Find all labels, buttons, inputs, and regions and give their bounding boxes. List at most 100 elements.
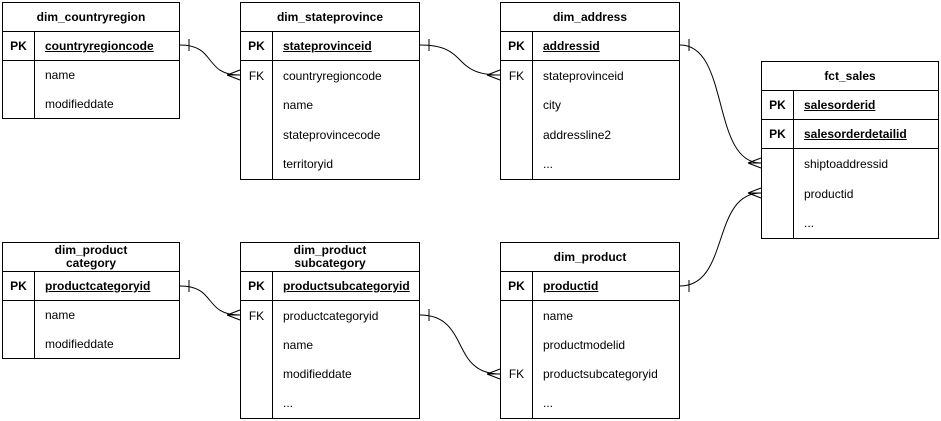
field-row[interactable]: productid: [762, 178, 938, 209]
empty-key-cell: [501, 90, 533, 120]
field-row[interactable]: modifieddate: [241, 359, 419, 389]
field-row[interactable]: modifieddate: [3, 89, 179, 118]
entity-title: dim_countryregion: [3, 3, 179, 32]
field-row[interactable]: city: [501, 90, 679, 120]
field-name: modifieddate: [45, 96, 114, 111]
field-name: territoryid: [283, 157, 334, 172]
crow-foot-many-marker: [486, 368, 501, 380]
empty-key-cell: [241, 120, 273, 150]
field-row[interactable]: ...: [501, 388, 679, 418]
relationship-line[interactable]: [419, 314, 501, 375]
field-name: ...: [804, 216, 815, 231]
empty-key-cell: [762, 149, 794, 179]
pk-badge: PK: [241, 32, 273, 60]
field-name: stateprovinceid: [543, 68, 624, 83]
fk-badge: FK: [501, 61, 533, 91]
field-row[interactable]: name: [3, 301, 179, 330]
crow-foot-many-marker: [226, 309, 241, 321]
crow-foot-many-marker: [747, 157, 762, 169]
relationship-line[interactable]: [679, 192, 762, 287]
field-name: shiptoaddressid: [804, 156, 889, 171]
field-row[interactable]: shiptoaddressid: [762, 149, 938, 179]
edge-dim-address-to-fct-sales[interactable]: [679, 39, 762, 169]
field-name: modifieddate: [45, 336, 114, 351]
entity-title: dim_stateprovince: [241, 3, 419, 32]
field-name: addressid: [543, 39, 600, 53]
entity-body: FK stateprovinceid city addressline2...: [501, 61, 679, 179]
field-row[interactable]: territoryid: [241, 149, 419, 179]
field-row[interactable]: name: [3, 61, 179, 90]
empty-key-cell: [241, 330, 273, 360]
entity-title-line: dim_product: [293, 243, 367, 257]
field-name: addressline2: [543, 127, 612, 142]
field-name: ...: [543, 396, 554, 411]
entity-title: dim_address: [501, 3, 679, 32]
field-row[interactable]: ...: [501, 149, 679, 179]
empty-key-cell: [762, 178, 794, 209]
field-name: productmodelid: [543, 337, 626, 352]
field-name: name: [543, 308, 574, 323]
entity-title-line: dim_stateprovince: [276, 9, 384, 24]
field-row[interactable]: name: [241, 330, 419, 360]
empty-key-cell: [241, 90, 273, 120]
field-row[interactable]: modifieddate: [3, 329, 179, 358]
primary-key-row[interactable]: PK addressid: [501, 32, 679, 61]
edge-dim-product-to-fct-sales[interactable]: [679, 187, 762, 292]
pk-badge: PK: [3, 32, 35, 60]
entity-title-line: subcategory: [294, 256, 366, 270]
field-row[interactable]: name: [241, 90, 419, 120]
empty-key-cell: [3, 329, 35, 358]
field-name: modifieddate: [283, 367, 352, 382]
field-row[interactable]: productmodelid: [501, 330, 679, 360]
entity-title: dim_product: [501, 243, 679, 272]
field-row[interactable]: FK stateprovinceid: [501, 61, 679, 91]
field-name: countryregioncode: [45, 39, 154, 53]
edge-dim-countryregion-to-dim-stateprovince[interactable]: [179, 39, 241, 81]
fk-badge: FK: [501, 359, 533, 389]
relationship-line[interactable]: [419, 44, 501, 76]
pk-badge: PK: [762, 91, 794, 119]
entity-body: shiptoaddressid productid...: [762, 149, 938, 239]
primary-key-row[interactable]: PK countryregioncode: [3, 32, 179, 61]
entity-title-line: category: [65, 256, 117, 270]
field-name: stateprovinceid: [283, 39, 372, 53]
field-name: name: [45, 68, 76, 83]
edge-dim-productsubcategory-to-dim-product[interactable]: [419, 309, 501, 380]
field-row[interactable]: name: [501, 301, 679, 331]
pk-badge: PK: [501, 272, 533, 300]
field-row[interactable]: stateprovincecode: [241, 120, 419, 150]
empty-key-cell: [501, 330, 533, 360]
edge-dim-productcategory-to-dim-productsubcategory[interactable]: [179, 280, 241, 321]
pk-badge: PK: [501, 32, 533, 60]
empty-key-cell: [3, 89, 35, 118]
field-row[interactable]: addressline2: [501, 120, 679, 150]
empty-key-cell: [241, 388, 273, 418]
entity-title-line: dim_countryregion: [36, 9, 146, 24]
empty-key-cell: [3, 301, 35, 330]
relationship-line[interactable]: [679, 44, 762, 164]
empty-key-cell: [762, 208, 794, 239]
field-name: productcategoryid: [283, 308, 379, 323]
field-row[interactable]: ...: [762, 208, 938, 239]
field-row[interactable]: ...: [241, 388, 419, 418]
edge-dim-stateprovince-to-dim-address[interactable]: [419, 39, 501, 81]
primary-key-row[interactable]: PK stateprovinceid: [241, 32, 419, 61]
